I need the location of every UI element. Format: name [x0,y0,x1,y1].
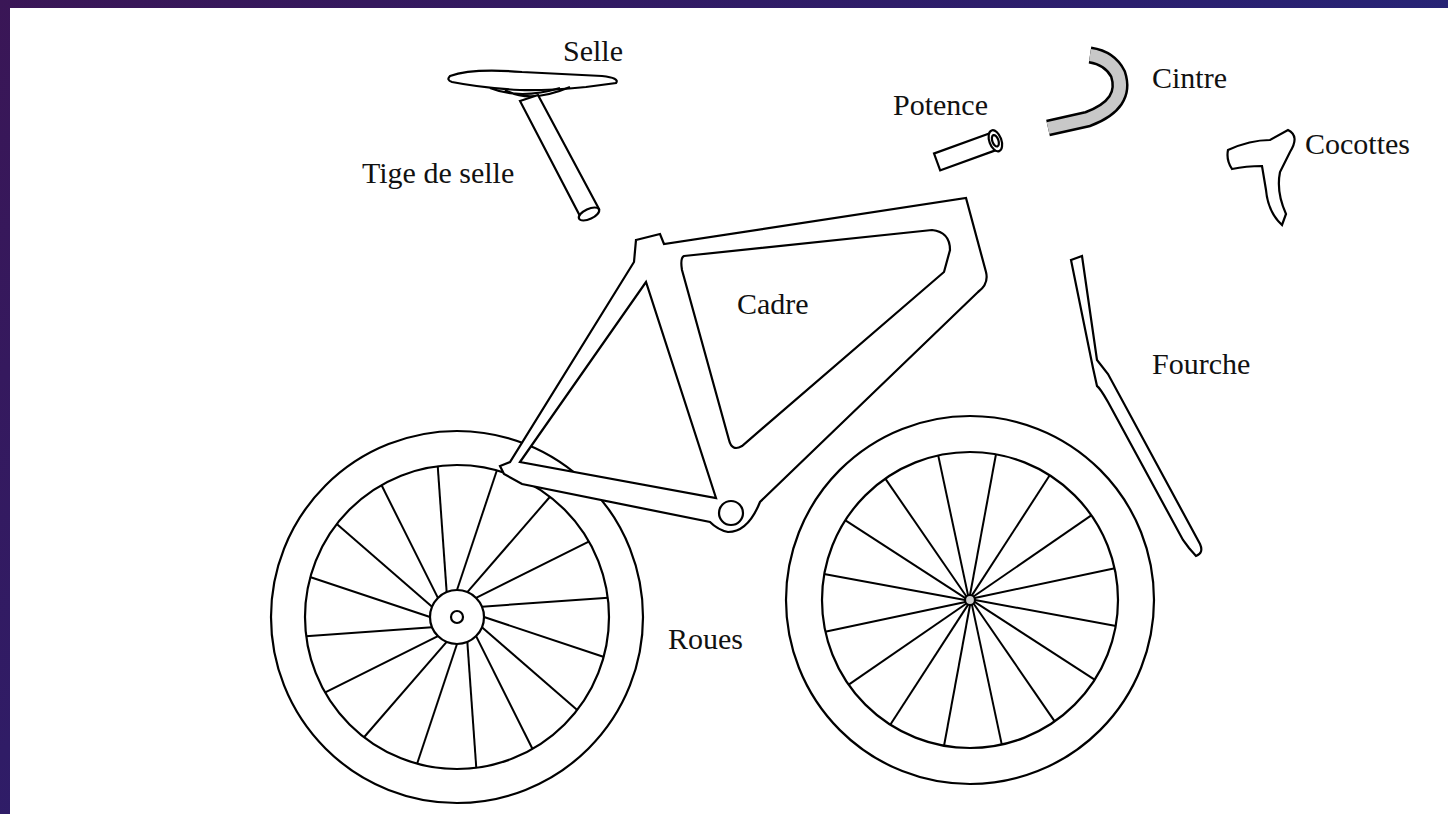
frame [500,198,987,532]
fork [1071,256,1201,556]
bottom-bracket [719,501,743,525]
part-label: Cocottes [1305,127,1410,160]
white-panel [10,8,1448,814]
seat-post [520,95,601,223]
part-label: Cintre [1152,61,1227,94]
part-label: Cadre [737,287,809,320]
part-label: Selle [563,34,623,67]
front-wheel [786,416,1154,784]
part-label: Potence [893,88,988,121]
part-label: Fourche [1152,347,1250,380]
stem [933,128,1004,172]
brake-hoods [1228,130,1295,225]
part-label: Tige de selle [362,156,514,189]
handlebar [1048,55,1120,128]
saddle [448,71,616,97]
part-label: Roues [668,622,743,655]
